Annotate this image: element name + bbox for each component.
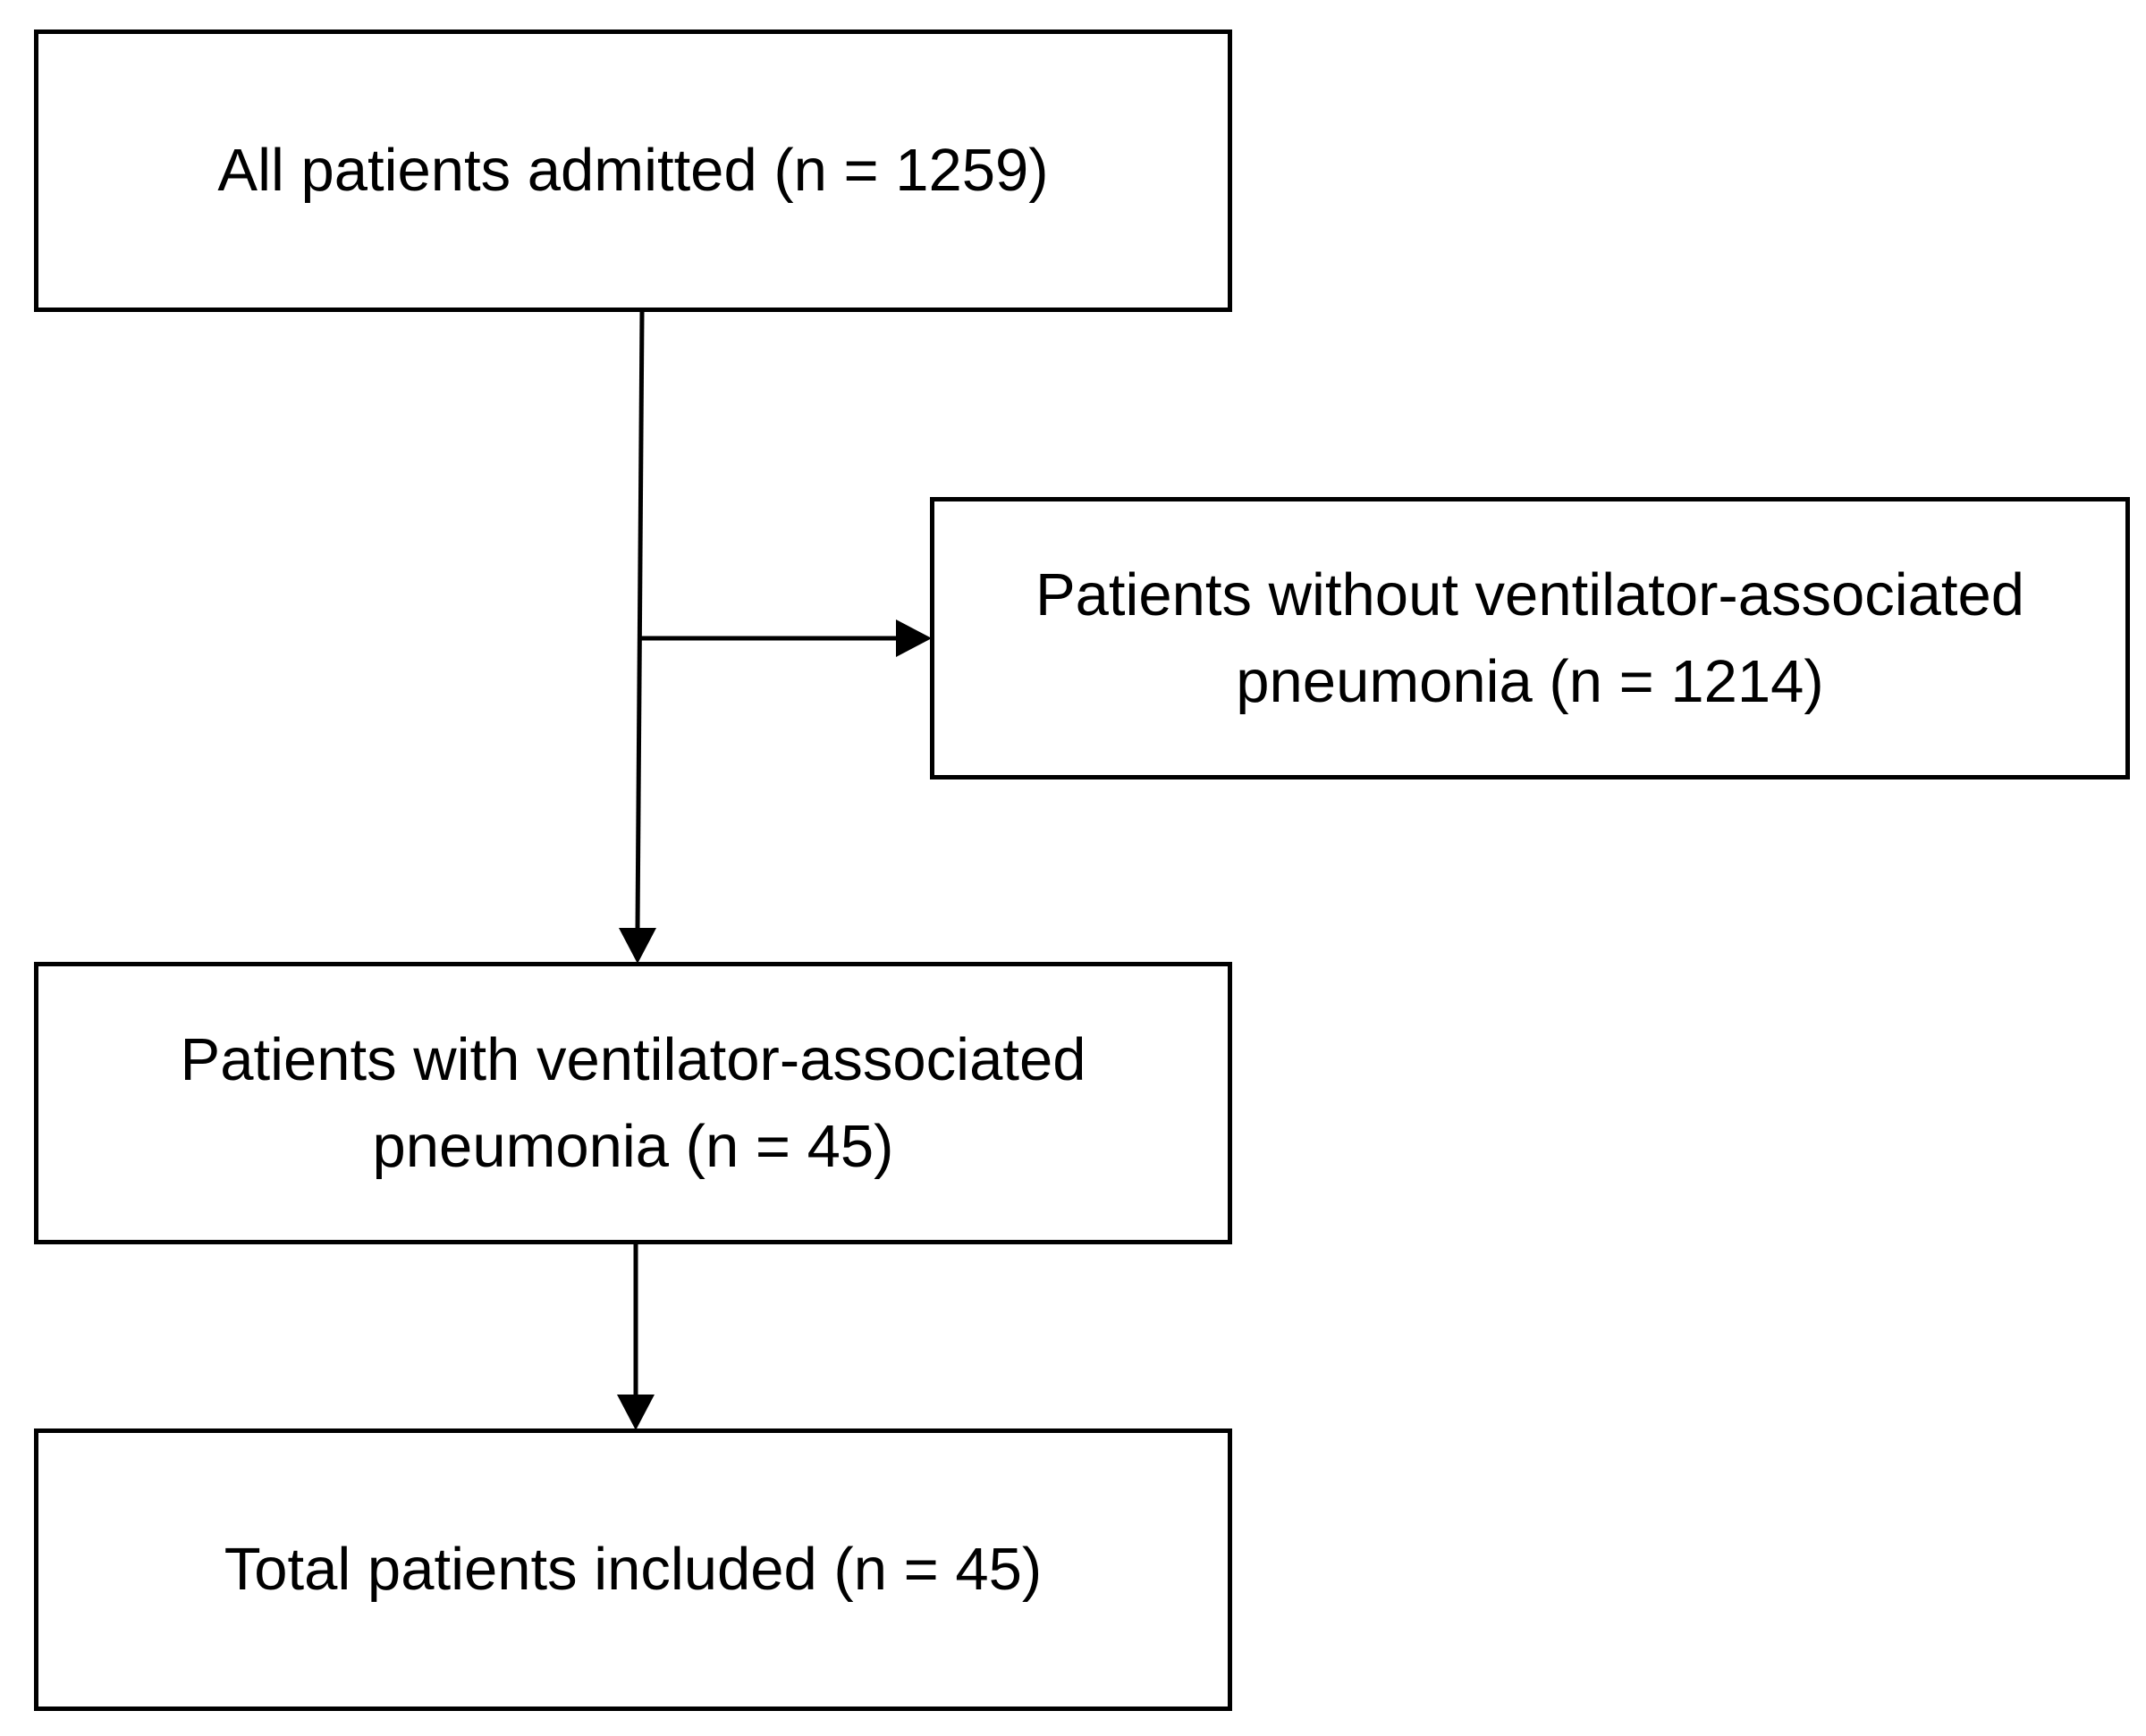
node-label: All patients admitted (n = 1259) [217, 137, 1049, 205]
node-all-patients-admitted: All patients admitted (n = 1259) [34, 29, 1232, 312]
edge-admitted-to-with-vap-line [635, 311, 645, 931]
node-label: Total patients included (n = 45) [224, 1536, 1043, 1604]
node-total-patients-included: Total patients included (n = 45) [34, 1428, 1232, 1711]
node-label: Patients with ventilator-associated pneu… [180, 1025, 1086, 1180]
node-label: Patients without ventilator-associated p… [1035, 560, 2025, 715]
edge-admitted-to-with-vap-arrowhead [619, 928, 656, 964]
edge-admitted-to-without-vap-arrowhead [896, 619, 932, 657]
node-patients-with-vap: Patients with ventilator-associated pneu… [34, 962, 1232, 1244]
edge-with-vap-to-included-arrowhead [617, 1395, 655, 1430]
node-patients-without-vap: Patients without ventilator-associated p… [930, 497, 2130, 780]
